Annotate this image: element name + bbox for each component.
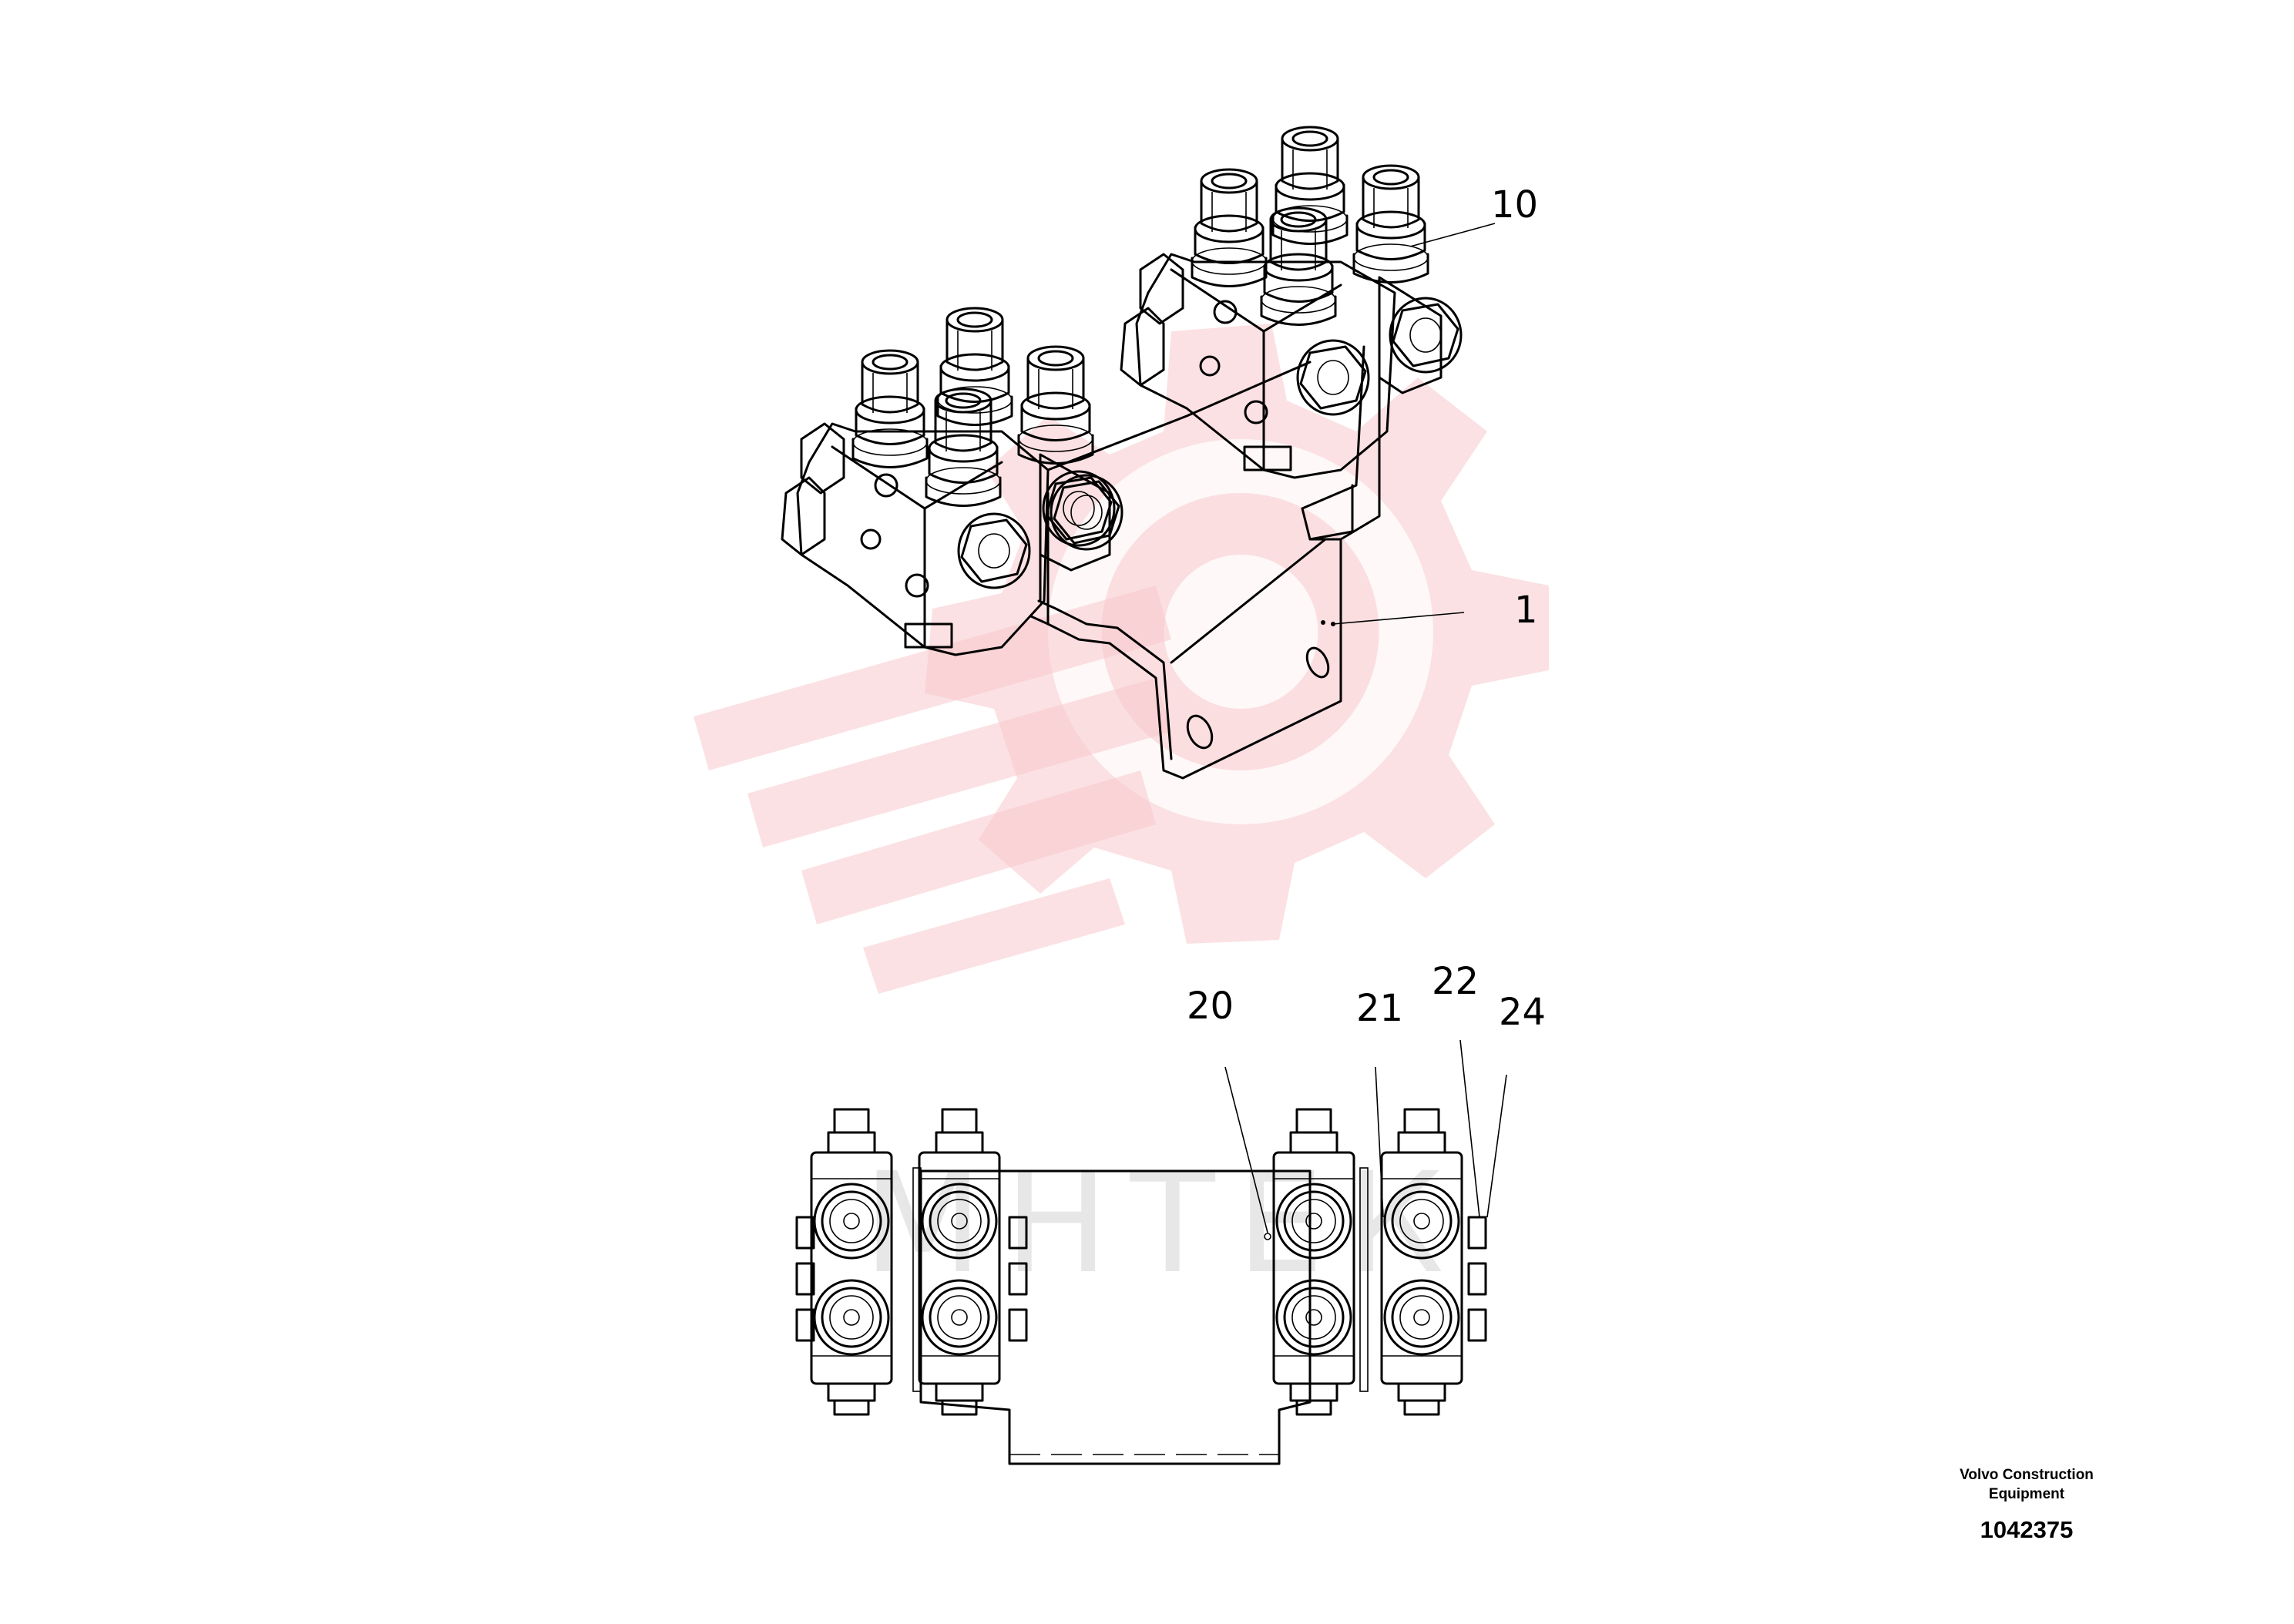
manufacturer-line-1: Volvo Construction [1960,1467,2094,1483]
watermark-gear-logo: МНТЕК [694,324,1549,1304]
left-valve-block [781,422,1123,656]
front-assembly-view [795,1039,1507,1465]
callout-20: 20 [1187,985,1234,1028]
title-block: Volvo Construction Equipment 1042375 [1911,1465,2142,1544]
drawing-number: 1042375 [1980,1516,2074,1543]
manufacturer-line-2: Equipment [1988,1486,2065,1502]
callout-21: 21 [1356,987,1403,1030]
right-valve-block [1120,253,1463,479]
isometric-assembly-view [781,126,1496,780]
callout-24: 24 [1499,991,1546,1034]
callout-22: 22 [1432,960,1479,1003]
callout-10: 10 [1491,183,1538,226]
callout-1: 1 [1514,589,1538,632]
